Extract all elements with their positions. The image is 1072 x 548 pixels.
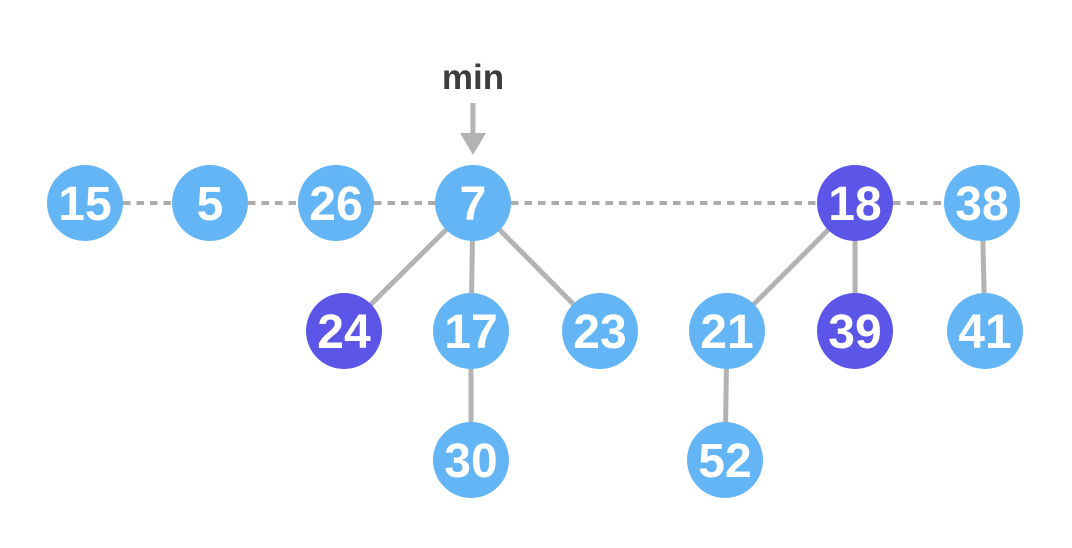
node-value-label: 24 bbox=[317, 306, 371, 359]
node-circle-default bbox=[433, 422, 509, 498]
heap-node-41: 41 bbox=[947, 293, 1023, 369]
node-value-label: 38 bbox=[955, 178, 1008, 231]
node-circle-default bbox=[435, 165, 511, 241]
heap-node-26: 26 bbox=[298, 165, 374, 241]
heap-node-7: 7 bbox=[435, 165, 511, 241]
nodes-layer: 15 5 26 7 18 38 24 17 23 21 39 41 30 52 bbox=[47, 165, 1023, 498]
node-circle-marked bbox=[306, 293, 382, 369]
node-value-label: 52 bbox=[698, 435, 751, 488]
heap-node-24: 24 bbox=[306, 293, 382, 369]
node-circle-default bbox=[433, 293, 509, 369]
node-value-label: 26 bbox=[309, 178, 362, 231]
node-circle-default bbox=[687, 422, 763, 498]
heap-node-18: 18 bbox=[817, 165, 893, 241]
node-value-label: 41 bbox=[958, 306, 1011, 359]
heap-node-52: 52 bbox=[687, 422, 763, 498]
heap-node-39: 39 bbox=[817, 293, 893, 369]
heap-node-23: 23 bbox=[562, 293, 638, 369]
heap-node-17: 17 bbox=[433, 293, 509, 369]
heap-node-21: 21 bbox=[689, 293, 765, 369]
node-value-label: 15 bbox=[58, 178, 111, 231]
heap-node-15: 15 bbox=[47, 165, 123, 241]
min-pointer: min bbox=[442, 58, 504, 155]
min-arrow-head-icon bbox=[460, 133, 486, 155]
node-circle-marked bbox=[817, 293, 893, 369]
heap-node-5: 5 bbox=[172, 165, 248, 241]
node-circle-default bbox=[562, 293, 638, 369]
node-circle-marked bbox=[817, 165, 893, 241]
node-value-label: 5 bbox=[197, 178, 224, 231]
node-value-label: 17 bbox=[444, 306, 497, 359]
node-circle-default bbox=[47, 165, 123, 241]
node-value-label: 39 bbox=[828, 306, 881, 359]
node-circle-default bbox=[944, 165, 1020, 241]
node-value-label: 21 bbox=[700, 306, 753, 359]
node-value-label: 23 bbox=[573, 306, 626, 359]
node-value-label: 7 bbox=[460, 178, 487, 231]
node-circle-default bbox=[172, 165, 248, 241]
node-value-label: 18 bbox=[828, 178, 881, 231]
min-label: min bbox=[442, 58, 504, 97]
node-circle-default bbox=[689, 293, 765, 369]
node-value-label: 30 bbox=[444, 435, 497, 488]
heap-node-30: 30 bbox=[433, 422, 509, 498]
node-circle-default bbox=[947, 293, 1023, 369]
node-circle-default bbox=[298, 165, 374, 241]
heap-node-38: 38 bbox=[944, 165, 1020, 241]
